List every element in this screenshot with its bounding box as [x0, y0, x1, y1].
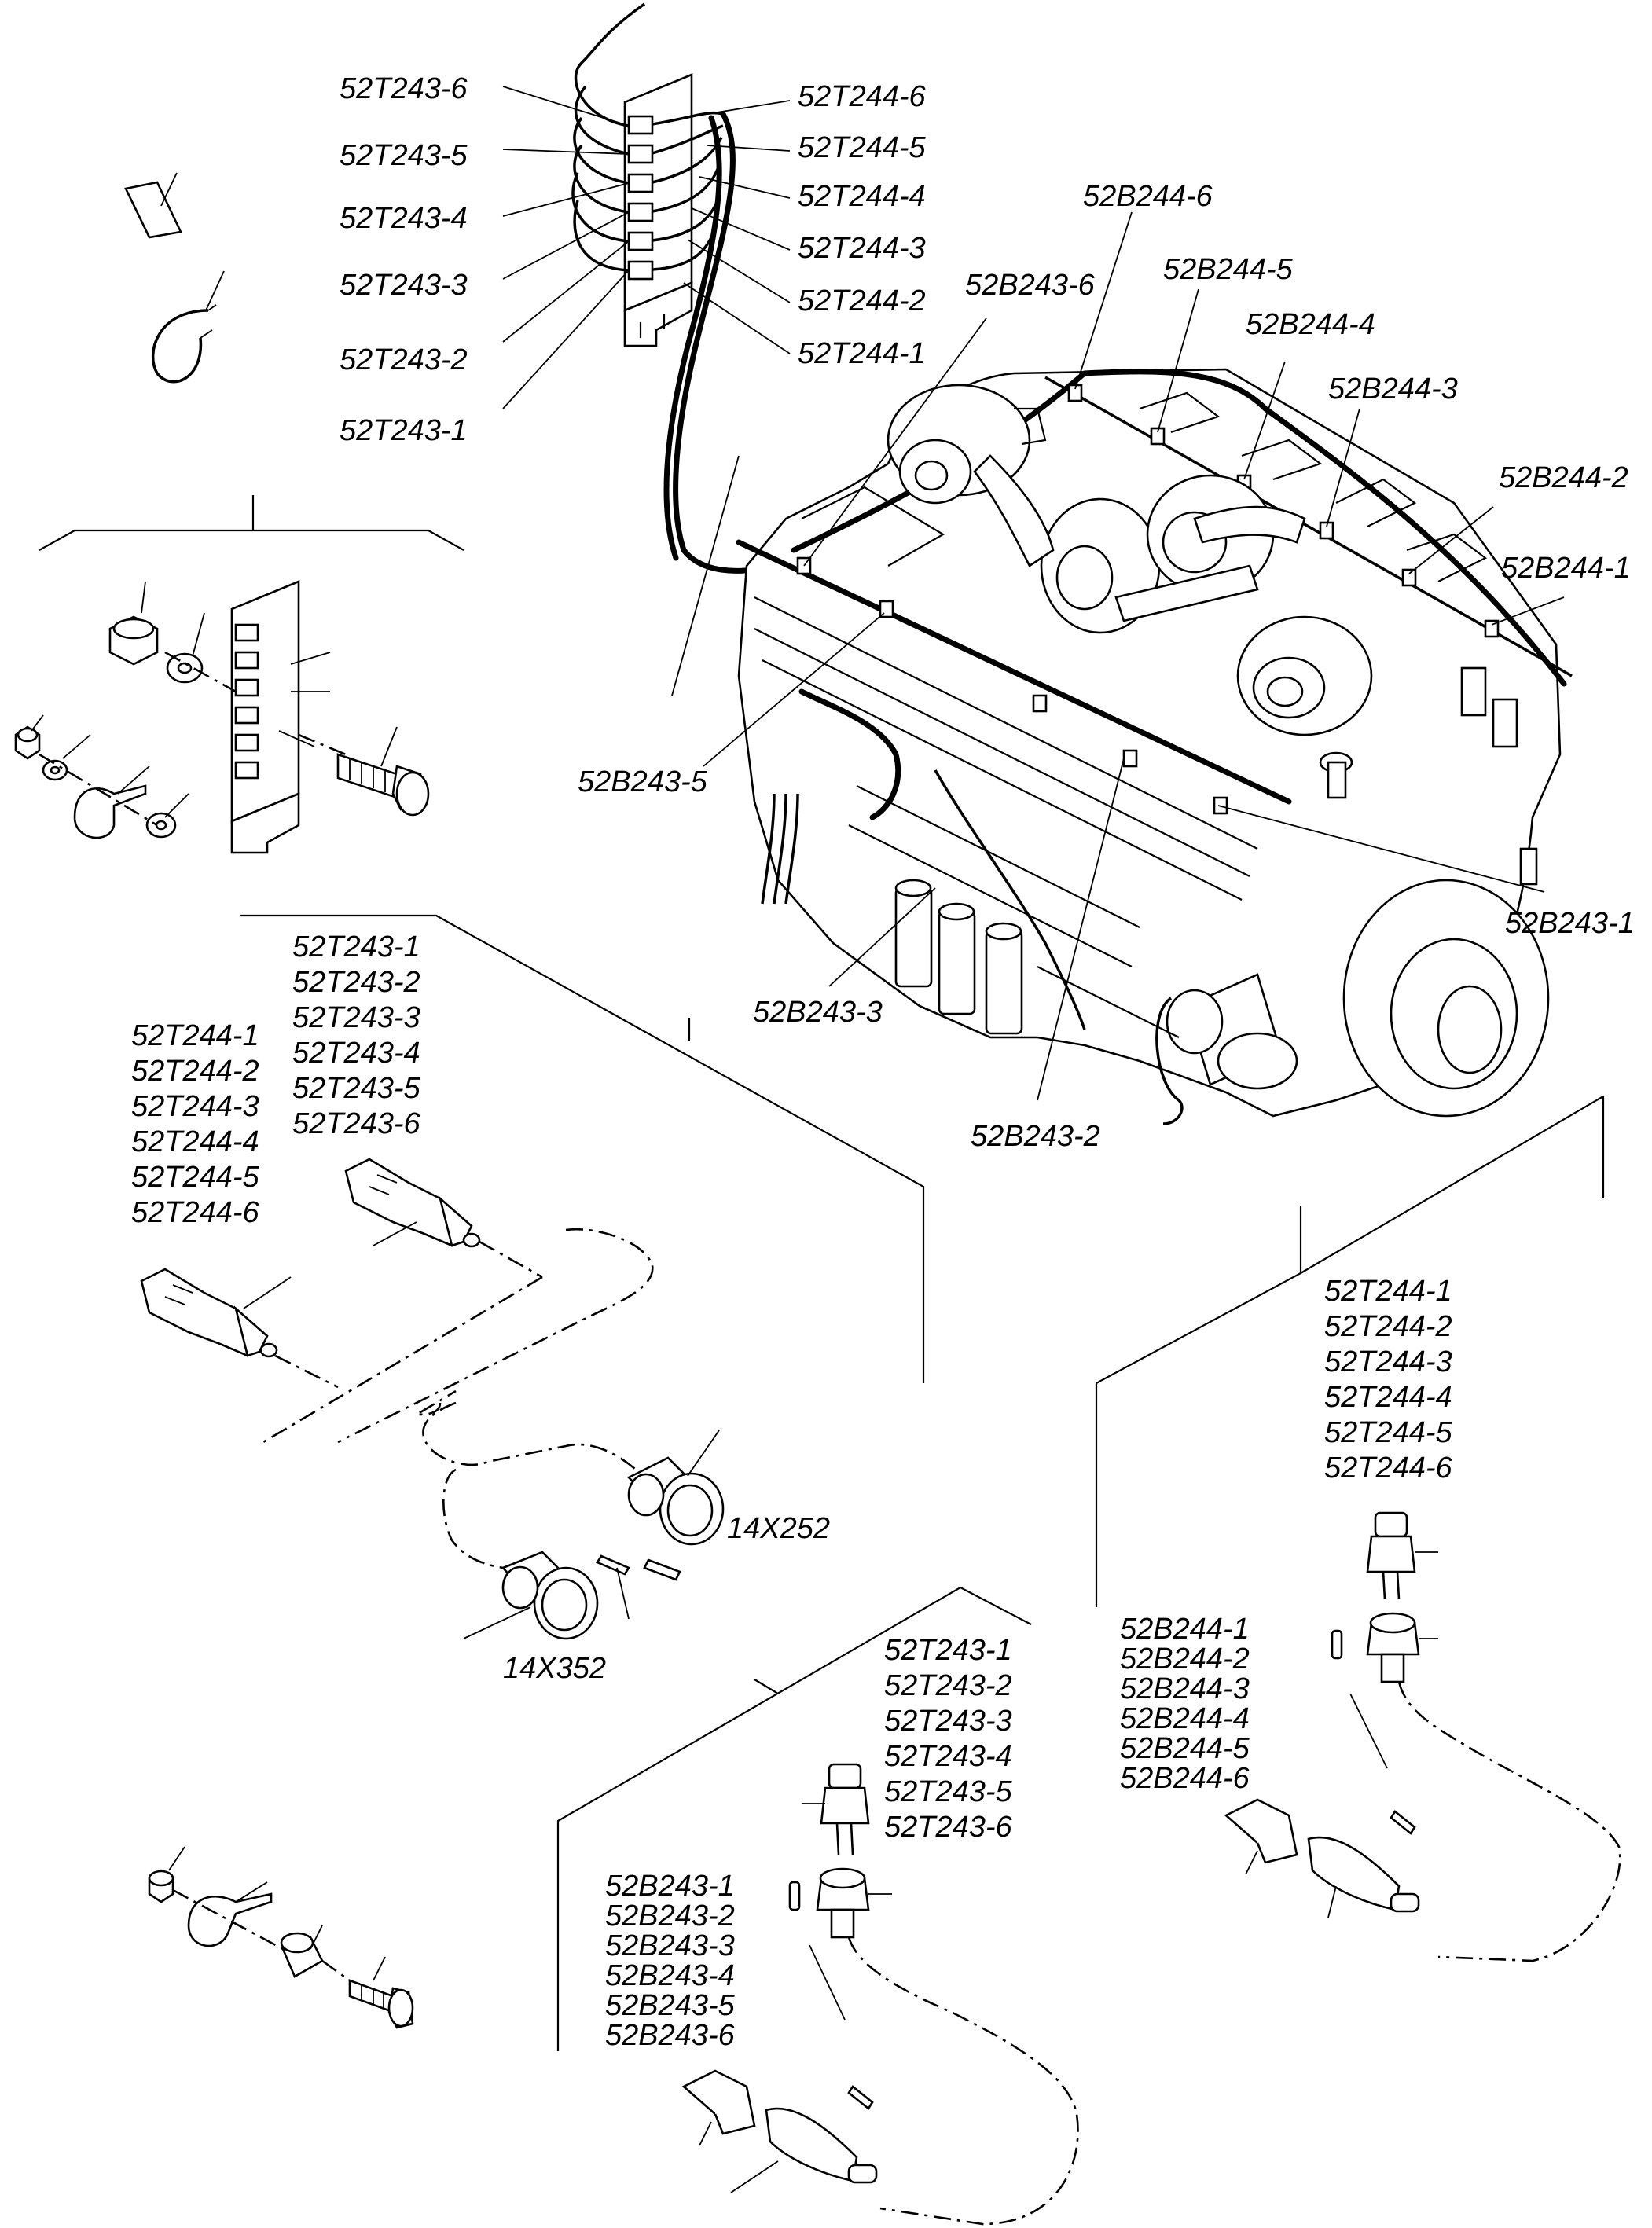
right-list-52B244-3: 52B244-3	[1120, 1672, 1250, 1705]
list-52T243-3: 52T243-3	[292, 1001, 420, 1034]
list-52T244-2: 52T244-2	[131, 1055, 259, 1088]
right-detail-frame	[1095, 1096, 1605, 1607]
right-detail-t244-list: 52T244-1 52T244-2 52T244-3 52T244-4 52T2…	[1324, 1275, 1453, 1485]
right-detail-b244-list: 52B244-1 52B244-2 52B244-3 52B244-4 52B2…	[1120, 1613, 1250, 1795]
label-14X252: 14X252	[727, 1512, 830, 1545]
harness-detail-t244-list: 52T244-1 52T244-2 52T244-3 52T244-4 52T2…	[131, 1019, 260, 1229]
label-52B244-5: 52B244-5	[1163, 253, 1294, 286]
label-52T243-6: 52T243-6	[340, 72, 468, 105]
label-14X352: 14X352	[503, 1652, 606, 1685]
cable-tie	[151, 270, 225, 384]
bottom-list-52B243-1: 52B243-1	[605, 1870, 735, 1903]
right-list-52B244-2: 52B244-2	[1120, 1643, 1250, 1676]
label-52B243-3: 52B243-3	[753, 996, 883, 1029]
right-detail-parts	[1224, 1511, 1621, 1962]
label-52T243-3: 52T243-3	[340, 269, 468, 302]
engine-b244-leaders	[1074, 211, 1565, 626]
bottom-list-52T243-3: 52T243-3	[884, 1705, 1012, 1738]
tape-piece	[124, 172, 182, 239]
right-list-52T244-5: 52T244-5	[1324, 1416, 1453, 1449]
bottom-detail-t243-list: 52T243-1 52T243-2 52T243-3 52T243-4 52T2…	[884, 1634, 1013, 1844]
right-list-52T244-4: 52T244-4	[1324, 1381, 1452, 1414]
clamp-assembly-bottom-left	[148, 1846, 414, 2029]
label-52T244-3: 52T244-3	[798, 232, 926, 265]
terminal-strip-top	[571, 2, 820, 574]
label-52B244-2: 52B244-2	[1499, 461, 1628, 494]
right-list-52B244-6: 52B244-6	[1120, 1762, 1250, 1795]
bottom-list-52B243-4: 52B243-4	[605, 1959, 735, 1992]
bottom-list-52T243-2: 52T243-2	[884, 1669, 1012, 1702]
list-52T244-3: 52T244-3	[131, 1090, 259, 1123]
top-strip-right-labels: 52T244-6 52T244-5 52T244-4 52T244-3 52T2…	[798, 80, 927, 370]
list-52T243-2: 52T243-2	[292, 966, 420, 999]
engine-b243-leaders	[671, 317, 1545, 1101]
list-52T244-1: 52T244-1	[131, 1019, 259, 1052]
label-52B244-6: 52B244-6	[1083, 180, 1213, 213]
label-52T244-4: 52T244-4	[798, 180, 926, 213]
label-52B243-6: 52B243-6	[965, 269, 1096, 302]
label-52B244-3: 52B244-3	[1328, 373, 1458, 406]
bottom-detail-parts	[681, 1763, 1079, 2226]
right-list-52T244-3: 52T244-3	[1324, 1345, 1452, 1378]
right-list-52T244-6: 52T244-6	[1324, 1452, 1453, 1485]
harness-detail-frame	[240, 914, 925, 1383]
engine-assembly	[736, 368, 1573, 1125]
label-52B243-1: 52B243-1	[1505, 907, 1635, 940]
bottom-list-52B243-3: 52B243-3	[605, 1929, 735, 1962]
label-52T243-1: 52T243-1	[340, 414, 468, 447]
right-list-52B244-4: 52B244-4	[1120, 1702, 1250, 1735]
bracket-assembly-left	[14, 495, 464, 854]
label-52T243-5: 52T243-5	[340, 139, 468, 172]
harness-detail-connector-labels: 14X252 14X352	[503, 1512, 830, 1685]
list-52T244-6: 52T244-6	[131, 1196, 260, 1229]
bottom-list-52T243-6: 52T243-6	[884, 1811, 1013, 1844]
bottom-list-52T243-1: 52T243-1	[884, 1634, 1012, 1667]
label-52T243-2: 52T243-2	[340, 343, 468, 376]
right-list-52B244-1: 52B244-1	[1120, 1613, 1250, 1646]
bottom-list-52B243-2: 52B243-2	[605, 1899, 735, 1933]
list-52T244-5: 52T244-5	[131, 1161, 260, 1194]
label-52B244-4: 52B244-4	[1246, 308, 1375, 341]
harness-detail-t243-list: 52T243-1 52T243-2 52T243-3 52T243-4 52T2…	[292, 930, 421, 1140]
bottom-list-52T243-5: 52T243-5	[884, 1775, 1013, 1808]
engine-b244-labels: 52B244-6 52B244-5 52B244-4 52B244-3 52B2…	[1083, 180, 1631, 585]
bottom-list-52B243-5: 52B243-5	[605, 1989, 736, 2022]
list-52T243-1: 52T243-1	[292, 930, 420, 964]
label-52B243-2: 52B243-2	[971, 1120, 1100, 1153]
top-strip-leaders	[502, 86, 791, 409]
bottom-detail-b243-list: 52B243-1 52B243-2 52B243-3 52B243-4 52B2…	[605, 1870, 736, 2052]
label-52T244-2: 52T244-2	[798, 284, 926, 317]
bottom-list-52T243-4: 52T243-4	[884, 1740, 1012, 1773]
list-52T243-4: 52T243-4	[292, 1037, 420, 1070]
label-52T244-5: 52T244-5	[798, 131, 927, 164]
harness-detail-plugs	[140, 1158, 725, 1640]
label-52T243-4: 52T243-4	[340, 202, 468, 235]
list-52T243-5: 52T243-5	[292, 1072, 421, 1105]
top-strip-left-labels: 52T243-6 52T243-5 52T243-4 52T243-3 52T2…	[340, 72, 468, 447]
bottom-detail-frame	[556, 1586, 1032, 2051]
bottom-list-52B243-6: 52B243-6	[605, 2019, 736, 2052]
right-list-52T244-1: 52T244-1	[1324, 1275, 1452, 1308]
right-list-52T244-2: 52T244-2	[1324, 1310, 1452, 1343]
label-52B244-1: 52B244-1	[1501, 552, 1631, 585]
right-list-52B244-5: 52B244-5	[1120, 1732, 1250, 1765]
list-52T244-4: 52T244-4	[131, 1125, 259, 1158]
list-52T243-6: 52T243-6	[292, 1107, 421, 1140]
label-52B243-5: 52B243-5	[578, 765, 708, 798]
label-52T244-1: 52T244-1	[798, 337, 926, 370]
engine-b243-labels: 52B243-6 52B243-5 52B243-3 52B243-2 52B2…	[578, 269, 1635, 1153]
label-52T244-6: 52T244-6	[798, 80, 927, 113]
